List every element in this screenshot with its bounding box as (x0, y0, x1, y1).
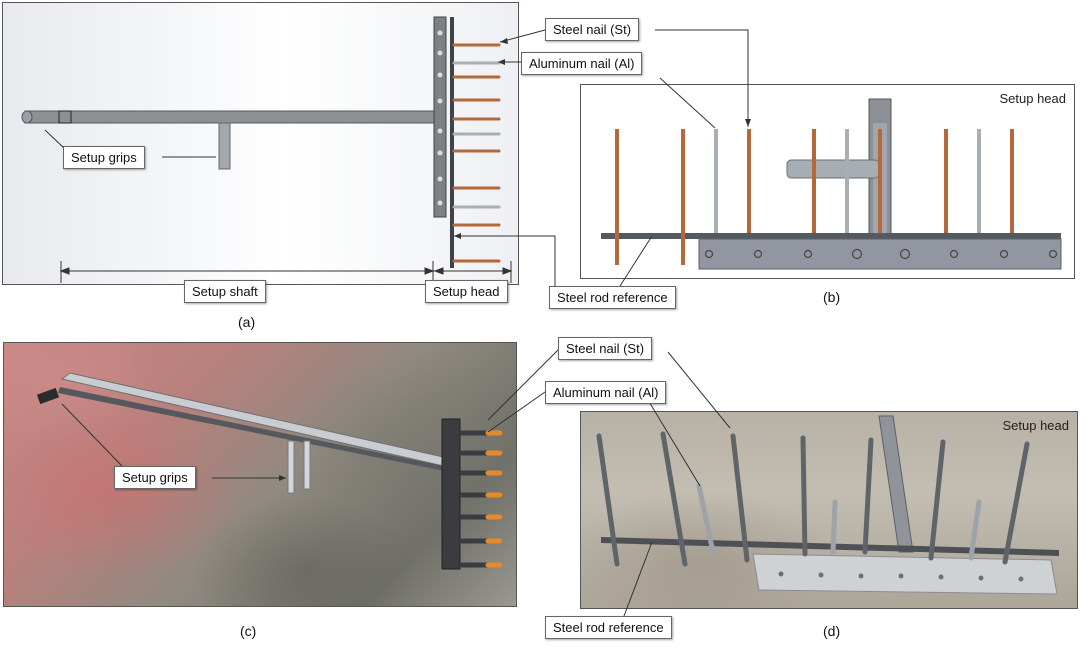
panel-c-photo-setup (3, 342, 517, 607)
steel-nail (928, 439, 946, 561)
shaft-shadow (58, 387, 448, 471)
steel-nail (660, 431, 688, 567)
leader-arrowhead (498, 59, 505, 65)
panel-d-drawing (596, 415, 1059, 595)
leader-steel-nail-d (667, 351, 731, 429)
setup-head-label-b: Setup head (999, 91, 1066, 106)
panel-a-drawing (21, 16, 513, 283)
leader-arrowhead (745, 119, 751, 127)
aluminum-nail (968, 499, 982, 561)
steel-nail (800, 435, 808, 557)
leader-steel-nail-a (499, 29, 546, 43)
callout-aluminum-nail-top: Aluminum nail (Al) (521, 52, 643, 75)
callout-setup-grips-a: Setup grips (63, 146, 145, 169)
callout-setup-head-a: Setup head (425, 280, 508, 303)
shaft-end-cap (21, 110, 33, 124)
caption-d: (d) (823, 623, 841, 639)
setup-grip-handle (218, 122, 231, 170)
setup-grip-handle (303, 440, 311, 490)
leader-steel-nail-c (487, 349, 559, 421)
leader-steel-rod-d (623, 541, 653, 617)
callout-setup-grips-c: Setup grips (114, 466, 196, 489)
callout-steel-nail-bottom: Steel nail (St) (558, 337, 653, 360)
steel-nail (596, 433, 620, 567)
aluminum-nail (830, 499, 838, 555)
leader-steel-nail-b (655, 29, 749, 127)
leader-setup-grips-c-left (61, 403, 123, 467)
head-plate-holes (778, 571, 1024, 582)
caption-a: (a) (238, 314, 256, 330)
caption-c: (c) (240, 623, 257, 639)
aluminum-nail (696, 483, 716, 555)
setup-grip-handle (287, 440, 295, 494)
steel-nail (862, 437, 874, 555)
steel-rod-reference-bar (601, 537, 1059, 556)
setup-head-plate (433, 16, 447, 218)
panel-c-drawing (36, 372, 503, 570)
leader-steel-rod-b (619, 235, 653, 287)
grip-bracket (58, 110, 72, 124)
leader-arrowhead (454, 233, 461, 239)
dimension-lines (59, 261, 513, 283)
leader-arrowhead (279, 475, 286, 481)
caption-b: (b) (823, 289, 841, 305)
panel-b-head-closeup: Setup head (580, 84, 1075, 279)
steel-nail (730, 433, 750, 563)
setup-head-label-d: Setup head (1002, 418, 1069, 433)
callout-setup-shaft: Setup shaft (184, 280, 266, 303)
leader-arrowhead (500, 38, 508, 44)
leader-aluminum-nail-d (647, 399, 701, 487)
callout-steel-nail-top: Steel nail (St) (545, 18, 640, 41)
shaft-end-cap (36, 387, 60, 405)
callout-aluminum-nail-bottom: Aluminum nail (Al) (545, 381, 667, 404)
head-plate (752, 553, 1058, 595)
leader-setup-grips-a-left (44, 129, 67, 151)
head-plate-holes (704, 248, 1058, 260)
leader-aluminum-nail-c (487, 391, 546, 433)
leader-steel-rod-a (454, 235, 556, 297)
steel-nail (1002, 441, 1030, 565)
head-plate-holes (437, 30, 443, 206)
panel-d-photo-head: Setup head (580, 411, 1078, 609)
panel-a-cad-side-view (2, 2, 519, 285)
callout-steel-rod-reference-d: Steel rod reference (545, 616, 672, 639)
steel-rod-reference-bar (601, 233, 1061, 239)
head-post (878, 415, 914, 553)
leader-aluminum-nail-b (659, 77, 716, 129)
callout-steel-rod-reference-b: Steel rod reference (549, 286, 676, 309)
panel-b-drawing (601, 98, 1062, 270)
